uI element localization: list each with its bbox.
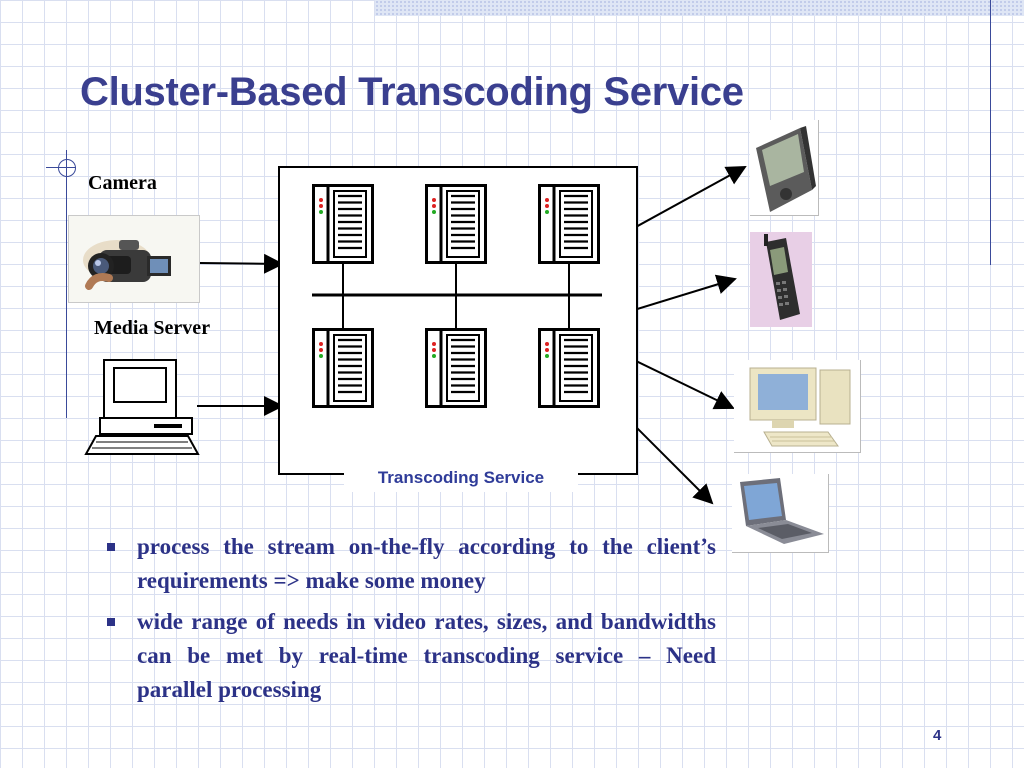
bullet-marker-icon	[107, 618, 115, 626]
server-icon	[312, 328, 374, 408]
media-server-computer-icon	[84, 358, 200, 458]
bullet-text: wide range of needs in video rates, size…	[137, 609, 716, 702]
desktop-computer-icon	[734, 360, 861, 453]
camera-image	[68, 215, 200, 303]
pda-icon	[750, 120, 819, 216]
bullet-item: process the stream on-the-fly according …	[104, 530, 716, 598]
cluster-caption: Transcoding Service	[344, 462, 578, 492]
bullet-text: process the stream on-the-fly according …	[137, 534, 716, 593]
media-server-label: Media Server	[94, 317, 211, 339]
bullet-list: process the stream on-the-fly according …	[104, 530, 716, 714]
cell-phone-icon	[750, 232, 812, 327]
laptop-icon	[732, 474, 829, 553]
top-decor-band	[375, 0, 1024, 16]
right-decor-line	[990, 0, 991, 265]
cluster-to-pda-arrow	[633, 166, 747, 229]
camera-label: Camera	[88, 172, 157, 194]
server-icon	[425, 328, 487, 408]
left-decor-line	[66, 150, 67, 418]
camera-to-cluster-arrow	[199, 253, 284, 274]
bullet-marker-icon	[107, 543, 115, 551]
server-icon	[538, 184, 600, 264]
left-decor-circle	[58, 159, 76, 177]
page-number: 4	[933, 727, 942, 744]
cluster-to-laptop-arrow	[633, 424, 714, 505]
cluster-to-phone-arrow	[633, 274, 737, 311]
bullet-item: wide range of needs in video rates, size…	[104, 605, 716, 707]
server-icon	[312, 184, 374, 264]
cluster-to-desktop-arrow	[633, 359, 735, 410]
server-icon	[538, 328, 600, 408]
slide-title: Cluster-Based Transcoding Service	[80, 70, 744, 114]
server-icon	[425, 184, 487, 264]
